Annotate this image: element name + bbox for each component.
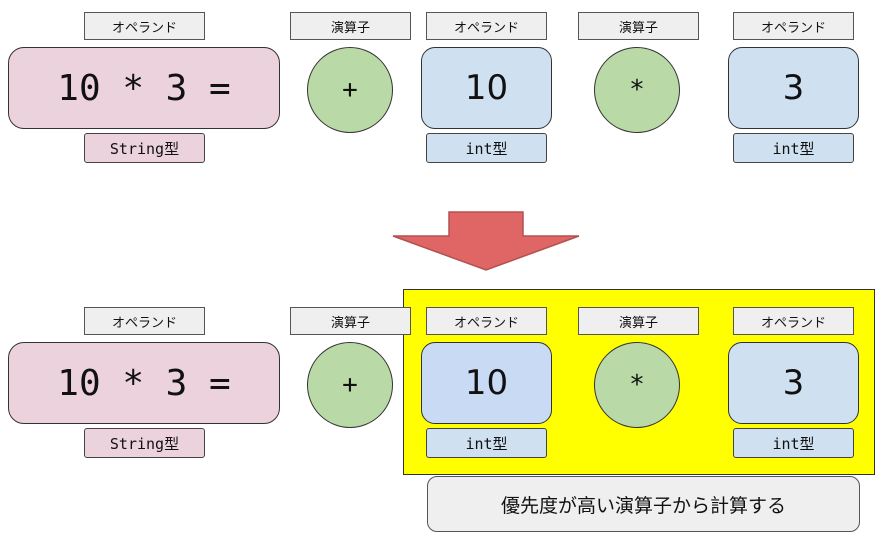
operand-tag-left-int-top: オペランド (426, 12, 547, 40)
int-operand-box-10-bottom: 10 (421, 342, 552, 424)
int-operand-box-3-top: 3 (728, 47, 859, 129)
operator-tag-plus-bottom: 演算子 (290, 307, 411, 335)
string-type-label-bottom: String型 (84, 428, 205, 458)
operand-tag-string-top: オペランド (84, 12, 205, 40)
int-operand-box-3-bottom: 3 (728, 342, 859, 424)
plus-operator-circle-bottom: + (307, 342, 393, 428)
down-arrow-icon (392, 211, 580, 271)
operand-tag-string-bottom: オペランド (84, 307, 205, 335)
int-type-label-right-bottom: int型 (733, 428, 854, 458)
string-operand-box-bottom: 10 * 3 = (8, 342, 280, 424)
operand-tag-left-int-bottom: オペランド (426, 307, 547, 335)
operator-tag-plus-top: 演算子 (290, 12, 411, 40)
operand-tag-right-int-bottom: オペランド (733, 307, 854, 335)
string-type-label-top: String型 (84, 133, 205, 163)
int-type-label-left-bottom: int型 (426, 428, 547, 458)
int-type-label-left-top: int型 (426, 133, 547, 163)
precedence-note: 優先度が高い演算子から計算する (427, 476, 860, 532)
operator-tag-times-top: 演算子 (578, 12, 699, 40)
operand-tag-right-int-top: オペランド (733, 12, 854, 40)
int-type-label-right-top: int型 (733, 133, 854, 163)
string-operand-box-top: 10 * 3 = (8, 47, 280, 129)
operator-tag-times-bottom: 演算子 (578, 307, 699, 335)
times-operator-circle-top: * (594, 47, 680, 133)
int-operand-box-10-top: 10 (421, 47, 552, 129)
plus-operator-circle-top: + (307, 47, 393, 133)
times-operator-circle-bottom: * (594, 342, 680, 428)
